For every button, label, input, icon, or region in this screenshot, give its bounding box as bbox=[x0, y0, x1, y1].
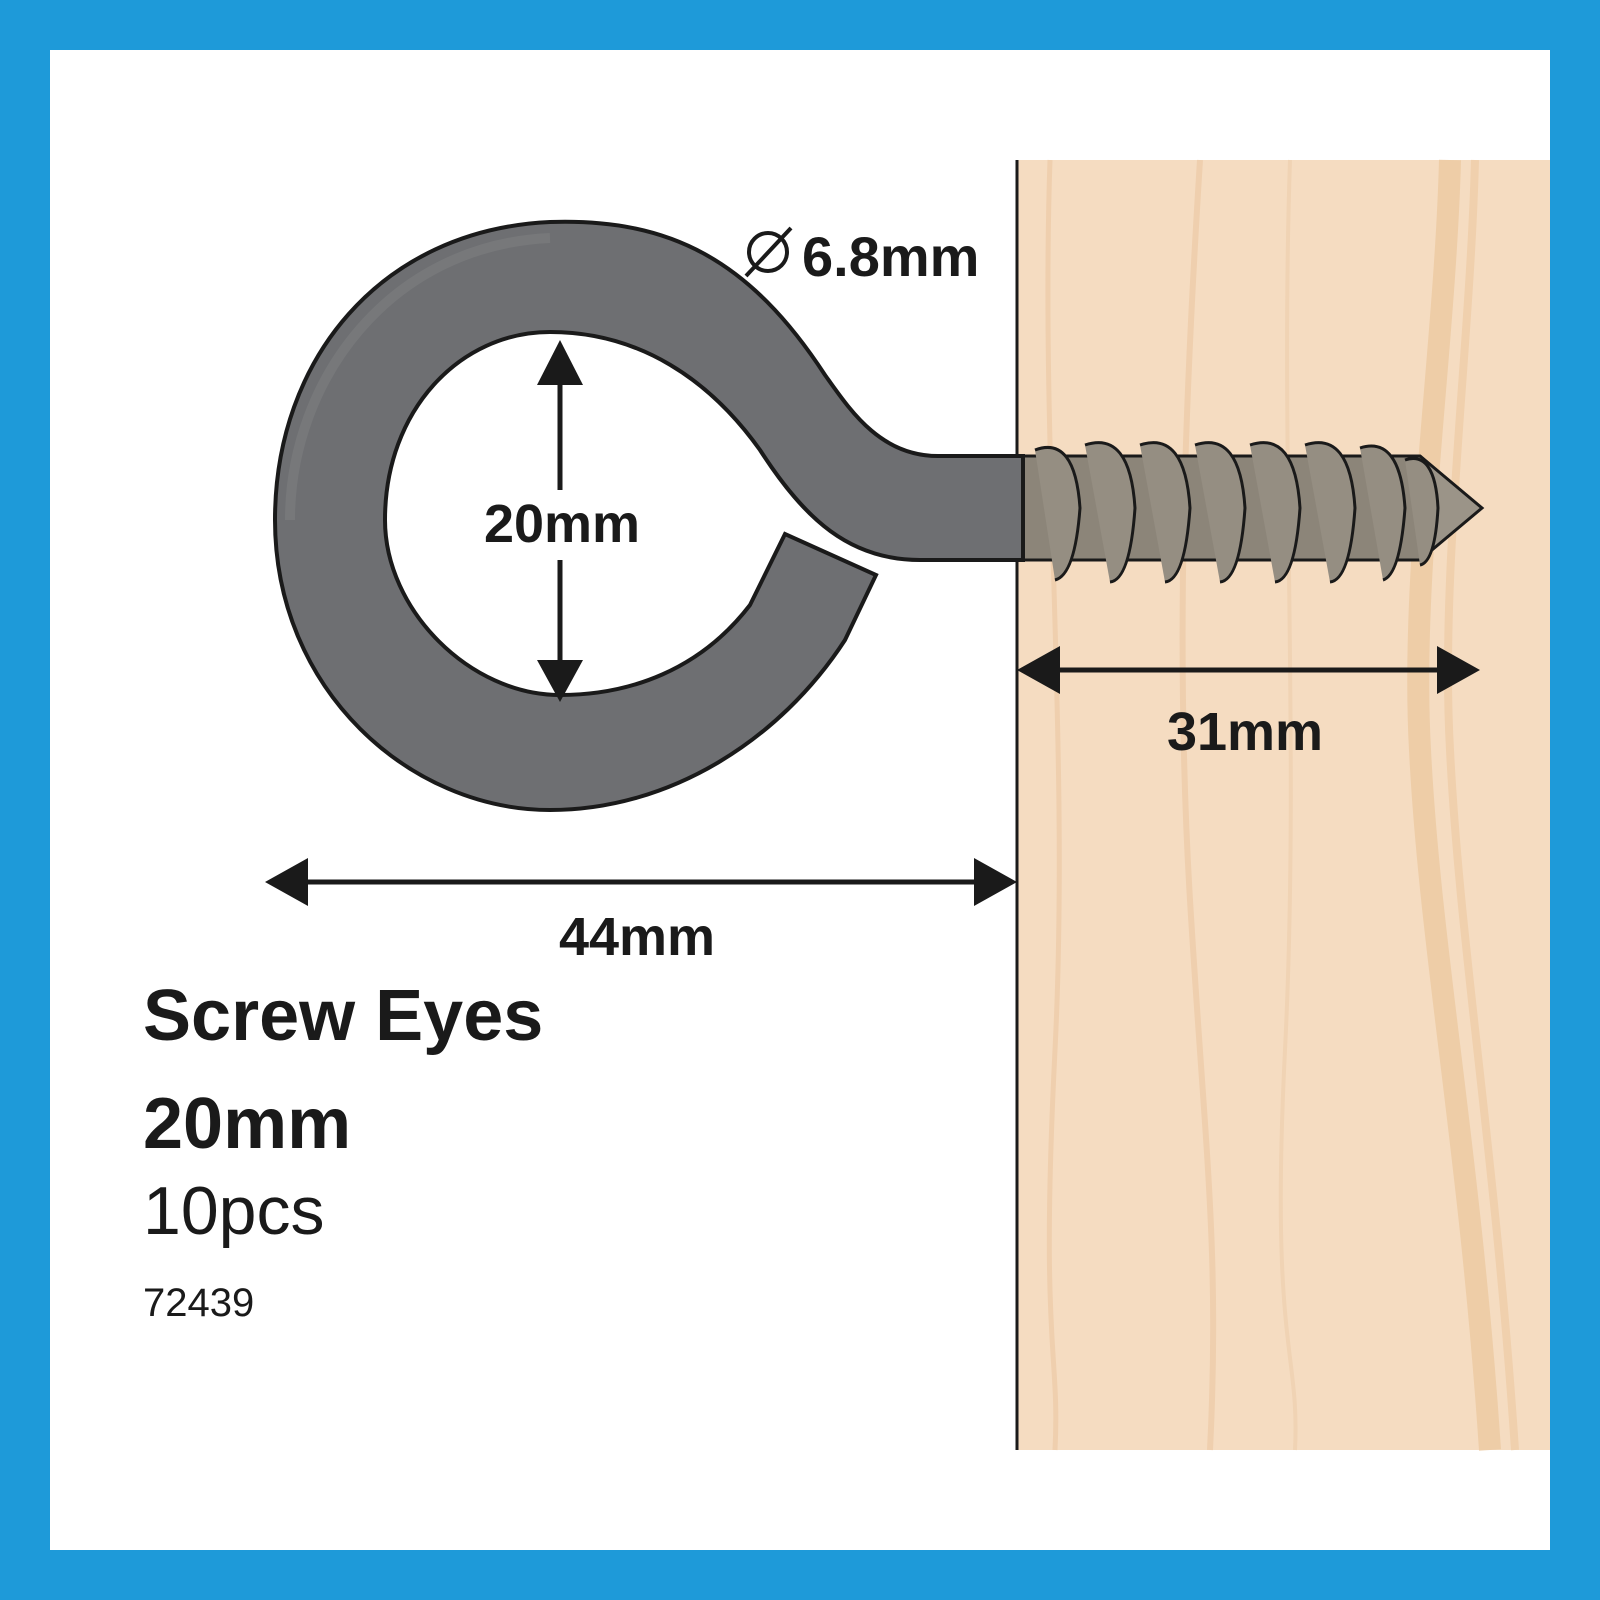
product-code: 72439 bbox=[143, 1281, 255, 1325]
wire-diameter-label: 6.8mm bbox=[802, 225, 979, 288]
product-size: 20mm bbox=[143, 1084, 352, 1164]
product-quantity: 10pcs bbox=[143, 1173, 325, 1249]
arrow-down-icon bbox=[537, 660, 583, 702]
eye-loop bbox=[272, 219, 1025, 813]
thread-length-dimension bbox=[1017, 646, 1480, 694]
arrow-left-icon bbox=[1017, 646, 1060, 694]
arrow-right-icon bbox=[974, 858, 1017, 906]
eye-inner-label: 20mm bbox=[484, 494, 640, 554]
product-title: Screw Eyes bbox=[143, 976, 544, 1056]
arrow-up-icon bbox=[537, 340, 583, 385]
screw-eye-diagram: 6.8mm 20mm 31mm 44mm bbox=[265, 159, 1550, 1451]
threaded-shank bbox=[1021, 441, 1485, 584]
arrow-left-icon bbox=[265, 858, 308, 906]
overall-length-label: 44mm bbox=[559, 907, 715, 967]
wood-block bbox=[1015, 159, 1550, 1451]
diameter-icon bbox=[744, 226, 793, 278]
product-card: 6.8mm 20mm 31mm 44mm Screw Eyes 20mm 10p… bbox=[50, 50, 1550, 1550]
overall-length-dimension bbox=[265, 858, 1017, 906]
arrow-right-icon bbox=[1437, 646, 1480, 694]
eye-inner-dimension bbox=[537, 340, 583, 702]
thread-length-label: 31mm bbox=[1167, 702, 1323, 762]
